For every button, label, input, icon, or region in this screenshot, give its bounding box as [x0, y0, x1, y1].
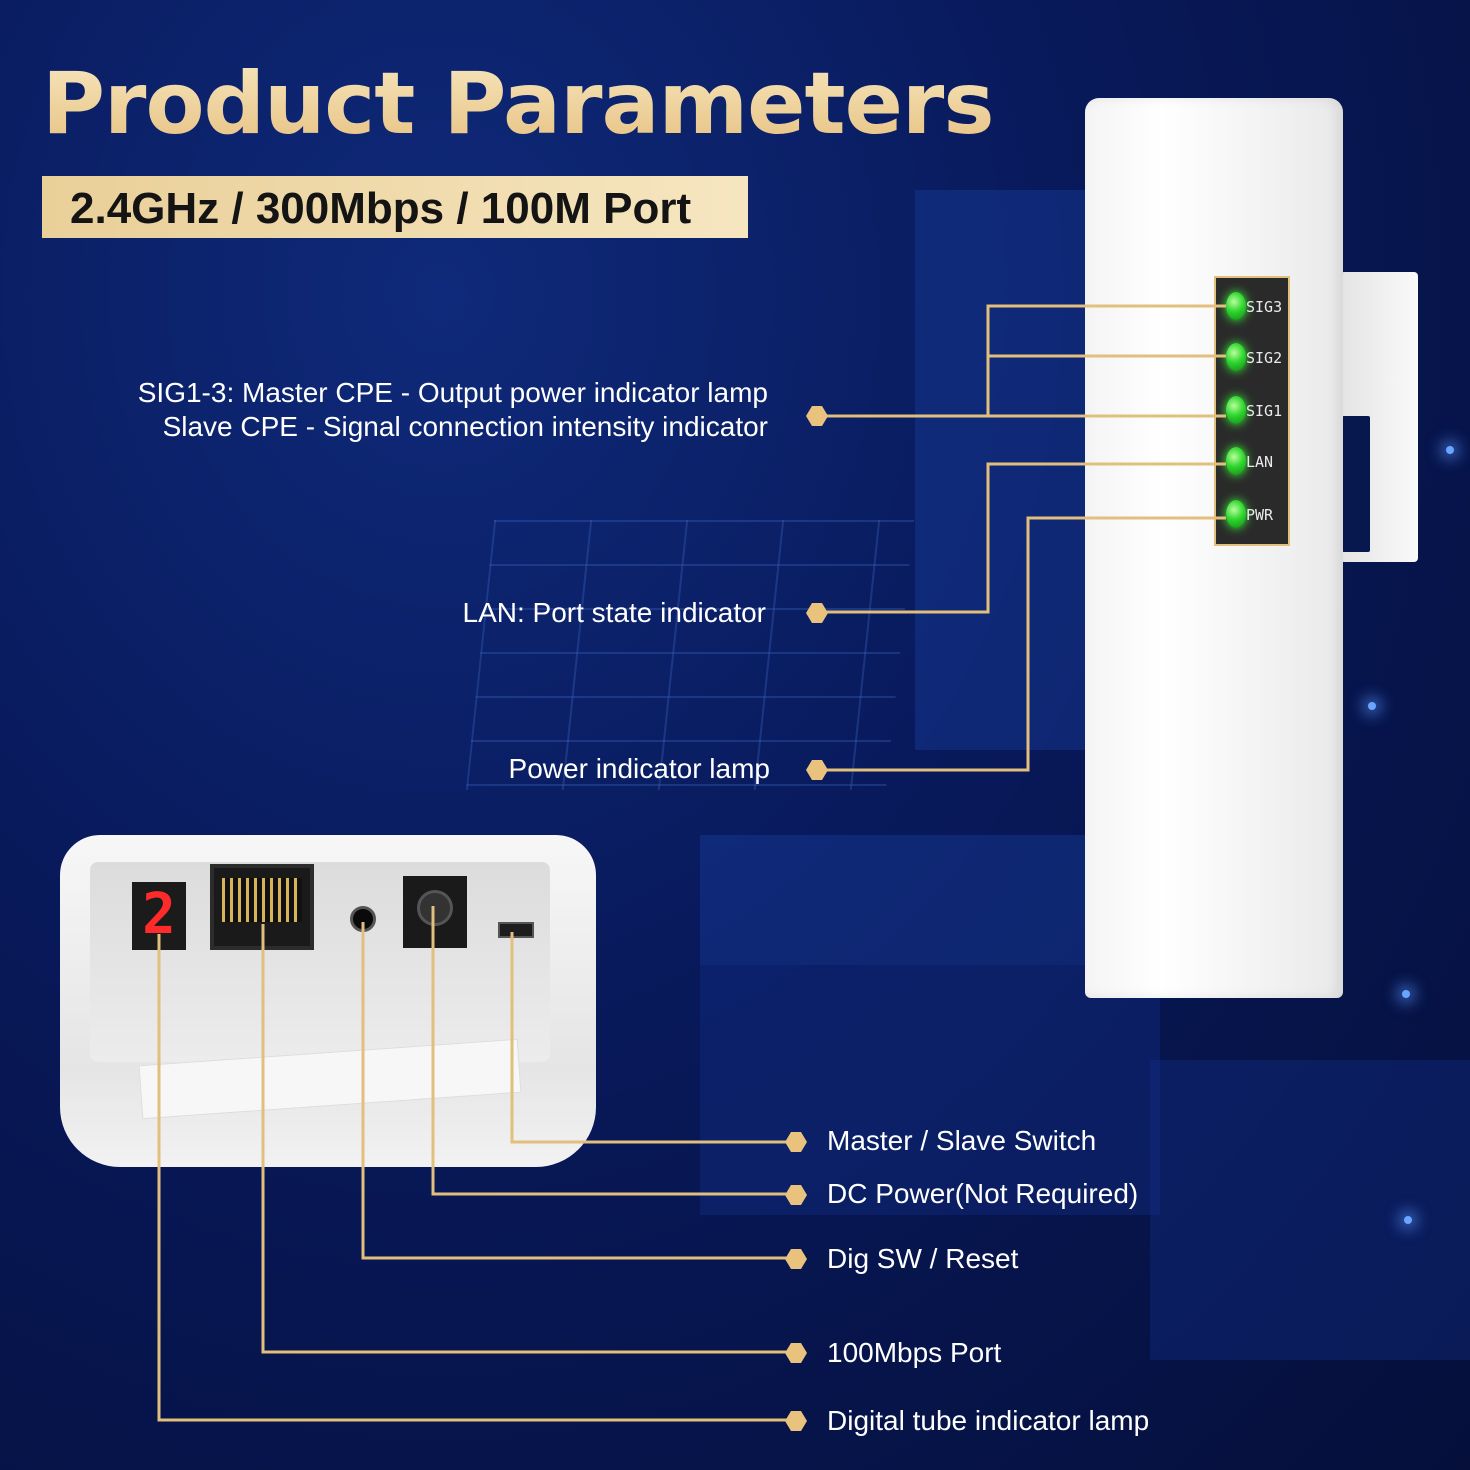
- led-pwr-icon: [1226, 500, 1246, 528]
- lan-label: LAN: Port state indicator: [462, 597, 766, 628]
- background-light: [1446, 446, 1454, 454]
- led-lan-icon: [1226, 447, 1246, 475]
- dip-switch-icon: [498, 922, 534, 938]
- led-label-sig2: SIG2: [1246, 349, 1283, 367]
- power-label: Power indicator lamp: [508, 753, 770, 784]
- background-panel: [915, 190, 1090, 750]
- background-light: [1404, 1216, 1412, 1224]
- dc-power-label: DC Power(Not Required): [827, 1178, 1139, 1209]
- page-subtitle: 2.4GHz / 300Mbps / 100M Port: [70, 184, 692, 233]
- callout-marker-icon: [785, 1343, 807, 1363]
- background-panel: [700, 835, 1090, 965]
- sig-label-line2: Slave CPE - Signal connection intensity …: [162, 411, 768, 442]
- background-panel: [1150, 1060, 1470, 1360]
- callout-marker-icon: [785, 1132, 807, 1152]
- reset-button-icon: [350, 906, 376, 932]
- digital-tube-label: Digital tube indicator lamp: [827, 1405, 1150, 1436]
- cpe-device-front: [1085, 98, 1343, 998]
- dc-jack-hole: [417, 890, 453, 926]
- callout-marker-icon: [806, 760, 828, 780]
- led-label-sig1: SIG1: [1246, 402, 1283, 420]
- callout-marker-icon: [785, 1185, 807, 1205]
- sig-label-line1: SIG1-3: Master CPE - Output power indica…: [137, 377, 768, 408]
- ethernet-port-label: 100Mbps Port: [827, 1337, 1002, 1368]
- led-sig1-icon: [1226, 396, 1246, 424]
- page-title: Product Parameters: [42, 54, 995, 154]
- led-label-pwr: PWR: [1246, 506, 1274, 524]
- background-panel: [700, 965, 1160, 1215]
- callout-marker-icon: [785, 1411, 807, 1431]
- ethernet-contacts: [222, 878, 302, 922]
- led-sig2-icon: [1226, 343, 1246, 371]
- reset-label: Dig SW / Reset: [827, 1243, 1019, 1274]
- bracket-slot: [1342, 416, 1370, 552]
- callout-marker-icon: [785, 1249, 807, 1269]
- master-slave-switch-label: Master / Slave Switch: [827, 1125, 1097, 1156]
- led-label-lan: LAN: [1246, 453, 1274, 471]
- callout-marker-icon: [806, 406, 828, 426]
- led-sig3-icon: [1226, 292, 1246, 320]
- callout-marker-icon: [806, 603, 828, 623]
- background-light: [1368, 702, 1376, 710]
- background-light: [1402, 990, 1410, 998]
- led-label-sig3: SIG3: [1246, 298, 1283, 316]
- subtitle-band: [42, 176, 748, 238]
